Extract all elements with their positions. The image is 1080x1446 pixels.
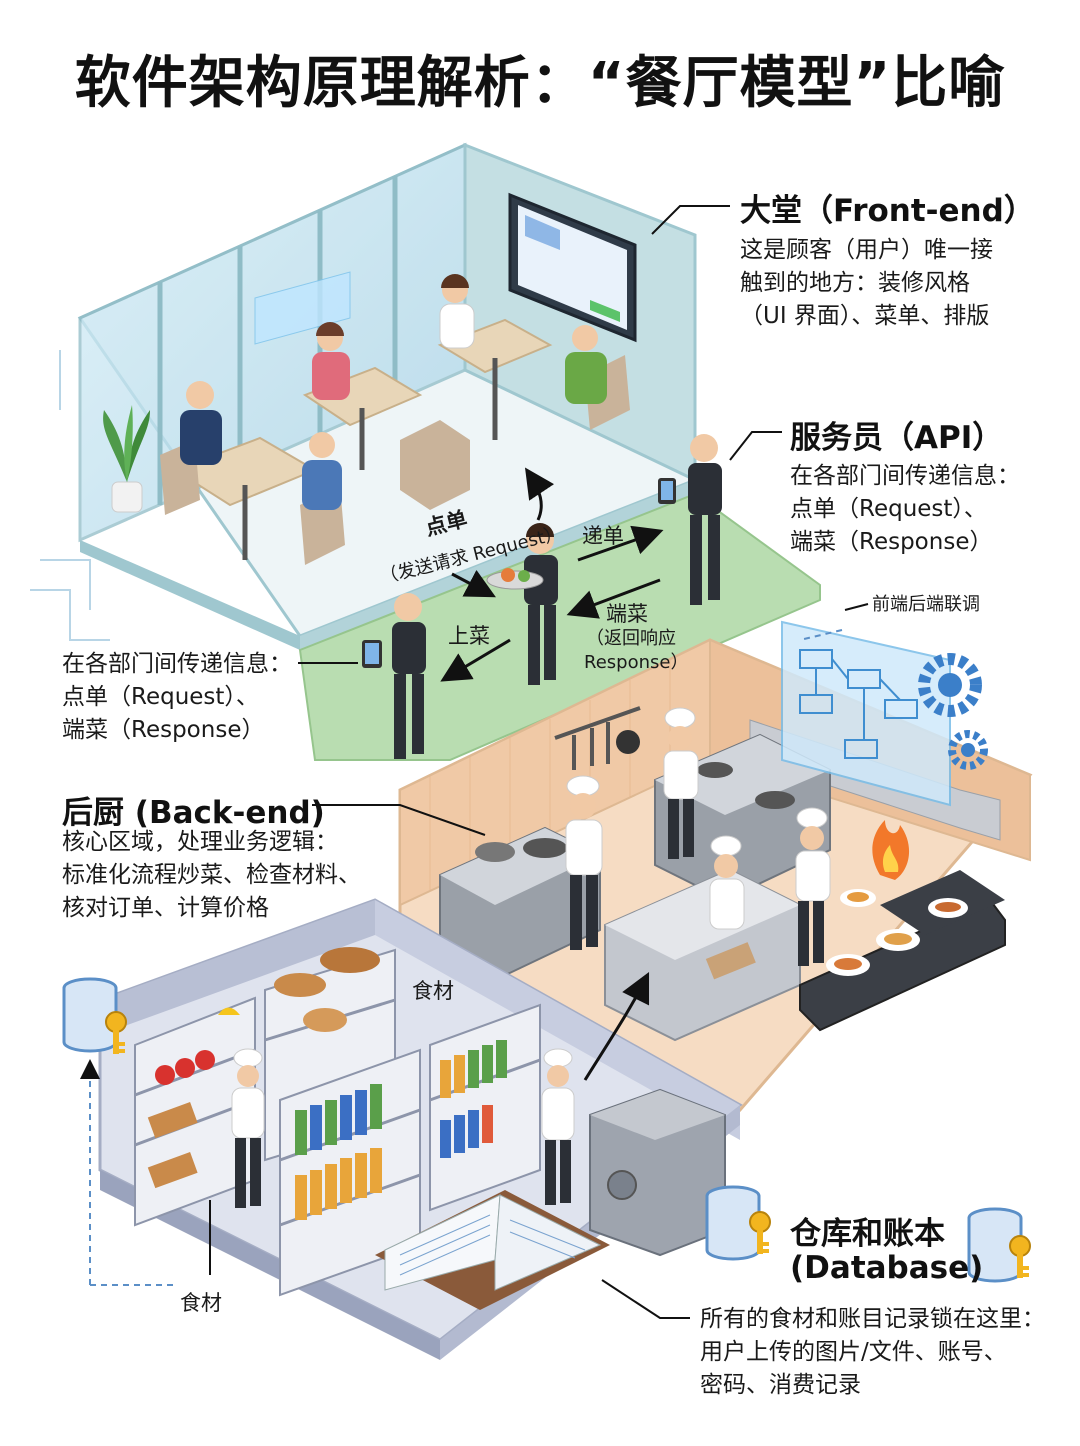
frontend-desc-line: 触到的地方：装修风格: [740, 270, 970, 296]
backend-heading: 后厨 (Back-end): [62, 795, 325, 831]
ingredients-label: 食材: [412, 979, 454, 1003]
dish-plate: [876, 929, 920, 951]
chef-figure: [231, 1048, 265, 1208]
waiter-figure: [658, 434, 722, 605]
customer-figure: [312, 322, 350, 400]
frontend-desc-line: （UI 界面）、菜单、排版: [740, 303, 990, 329]
chef-figure: [541, 1048, 575, 1205]
vault-safe: [589, 1088, 726, 1257]
api-left-desc-line: 点单（Request）、: [62, 684, 259, 710]
backend-desc-line: 标准化流程炒菜、检查材料、: [62, 862, 361, 888]
chef-figure: [709, 835, 745, 930]
chef-figure: [795, 807, 831, 966]
customer-figure: [302, 432, 342, 510]
key-icon: [105, 1011, 127, 1054]
database-heading-en: (Database): [790, 1250, 984, 1286]
shelf-binders: [429, 1003, 541, 1212]
flow-serve-back-sub-label: （返回响应: [586, 628, 676, 649]
flow-pass-order-label: 递单: [582, 524, 624, 548]
dish-plate: [826, 954, 870, 976]
api-desc-line: 端菜（Response）: [790, 529, 993, 555]
frontend-desc-line: 这是顾客（用户）唯一接: [740, 237, 993, 263]
flow-serve-back-sub-label: Response）: [584, 652, 689, 673]
gear-icon: [918, 653, 982, 717]
database-desc-line: 密码、消费记录: [700, 1372, 861, 1398]
database-heading: 仓库和账本: [790, 1216, 945, 1252]
api-left-desc-line: 在各部门间传递信息：: [62, 651, 292, 677]
page-title: 软件架构原理解析：“餐厅模型”比喻: [74, 51, 1006, 116]
database-desc-line: 用户上传的图片/文件、账号、: [700, 1339, 1007, 1365]
shelf-produce: [134, 996, 256, 1227]
customer-figure: [439, 274, 475, 349]
key-icon: [749, 1211, 771, 1254]
backend-desc-line: 核对订单、计算价格: [62, 895, 269, 921]
backend-kitchen-room: [398, 620, 1033, 1112]
flow-serve-up-label: 上菜: [448, 624, 490, 648]
ledger-book: [375, 1190, 610, 1310]
dashed-arrows: [80, 629, 843, 1286]
flow-arrows: [440, 467, 664, 1081]
customer-figure: [565, 325, 607, 404]
chef-figure: [663, 707, 699, 859]
shelf-binders: [279, 1048, 421, 1297]
callout-lines: [298, 205, 869, 1319]
api-desc-line: 点单（Request）、: [790, 496, 987, 522]
backend-desc-line: 核心区域，处理业务逻辑：: [62, 829, 338, 855]
integration-label: 前端后端联调: [872, 594, 980, 615]
api-corridor: [298, 434, 821, 761]
database-storage-room: [98, 898, 743, 1360]
customer-figure: [180, 381, 222, 465]
flow-serve-back-label: 端菜: [606, 602, 648, 626]
chef-figure: [565, 775, 603, 950]
key-icon: [1009, 1235, 1031, 1278]
waiter-figure: [486, 523, 558, 685]
api-left-desc-line: 端菜（Response）: [62, 717, 265, 743]
api-heading: 服务员（API）: [790, 420, 1004, 456]
dish-plate: [840, 889, 876, 907]
gear-icon: [948, 730, 988, 770]
frontend-heading: 大堂（Front-end）: [740, 193, 1035, 229]
ingredients-label: 食材: [180, 1291, 222, 1315]
waiter-figure: [362, 593, 426, 759]
flowchart-hologram-icon: [781, 620, 951, 807]
plant-decoration: [103, 405, 150, 513]
api-desc-line: 在各部门间传递信息：: [790, 463, 1020, 489]
dish-plate: [928, 898, 968, 918]
database-desc-line: 所有的食材和账目记录锁在这里：: [700, 1306, 1045, 1332]
